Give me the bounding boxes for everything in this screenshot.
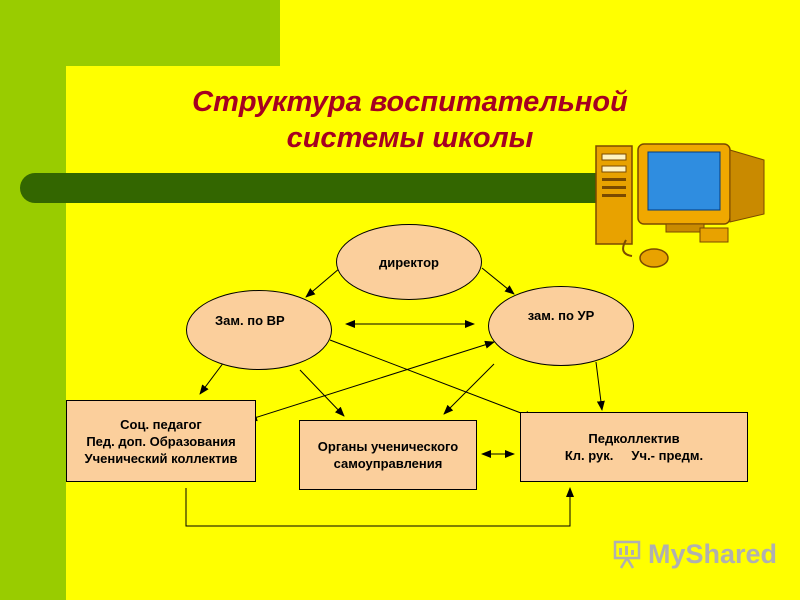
node-deputy-ur: зам. по УР (488, 286, 634, 366)
arrow-vr-to-teachers (329, 339, 535, 419)
node-teachers-line-1: Педколлектив (588, 431, 680, 446)
arrow-vr-to-soc (199, 361, 225, 395)
node-teachers: Педколлектив Кл. рук. Уч.- предм. (520, 412, 748, 482)
node-soc-line-3: Ученический коллектив (84, 450, 238, 466)
node-student-gov: Органы ученического самоуправления (299, 420, 477, 490)
node-soc-line-2: Пед. доп. Образования (86, 433, 236, 449)
node-soc-line-1: Соц. педагог (120, 416, 202, 432)
node-gov-line-2: самоуправления (333, 456, 443, 471)
arrow-director-to-vr (305, 267, 341, 298)
arrow-ur-to-gov (443, 363, 495, 415)
title-line-2: системы школы (286, 122, 534, 154)
node-director-label: директор (379, 254, 439, 270)
title-line-1: Структура воспитательной (192, 86, 628, 118)
node-soc-block: Соц. педагог Пед. доп. Образования Учени… (66, 400, 256, 482)
node-deputy-ur-label: зам. по УР (527, 307, 595, 323)
slide-title: Структура воспитательной системы школы (120, 84, 700, 156)
node-gov-line-1: Органы ученического (317, 439, 459, 454)
arrow-soc-to-teachers (185, 487, 574, 527)
arrow-director-to-ur (481, 267, 515, 295)
background-green-left (0, 0, 66, 600)
arrow-ur-soc (247, 340, 495, 422)
arrow-ur-to-teachers (595, 361, 605, 411)
node-deputy-vr: Зам. по ВР (186, 290, 332, 370)
myshared-logo: MyShared (612, 538, 777, 570)
presentation-icon (613, 540, 641, 569)
arrow-vr-to-gov (299, 369, 345, 417)
node-teachers-line-2: Кл. рук. Уч.- предм. (564, 448, 704, 463)
logo-text: MyShared (648, 538, 778, 569)
decorative-bar (20, 173, 620, 203)
node-director: директор (336, 224, 482, 300)
node-deputy-vr-label: Зам. по ВР (215, 312, 285, 328)
computer-icon (595, 143, 765, 268)
